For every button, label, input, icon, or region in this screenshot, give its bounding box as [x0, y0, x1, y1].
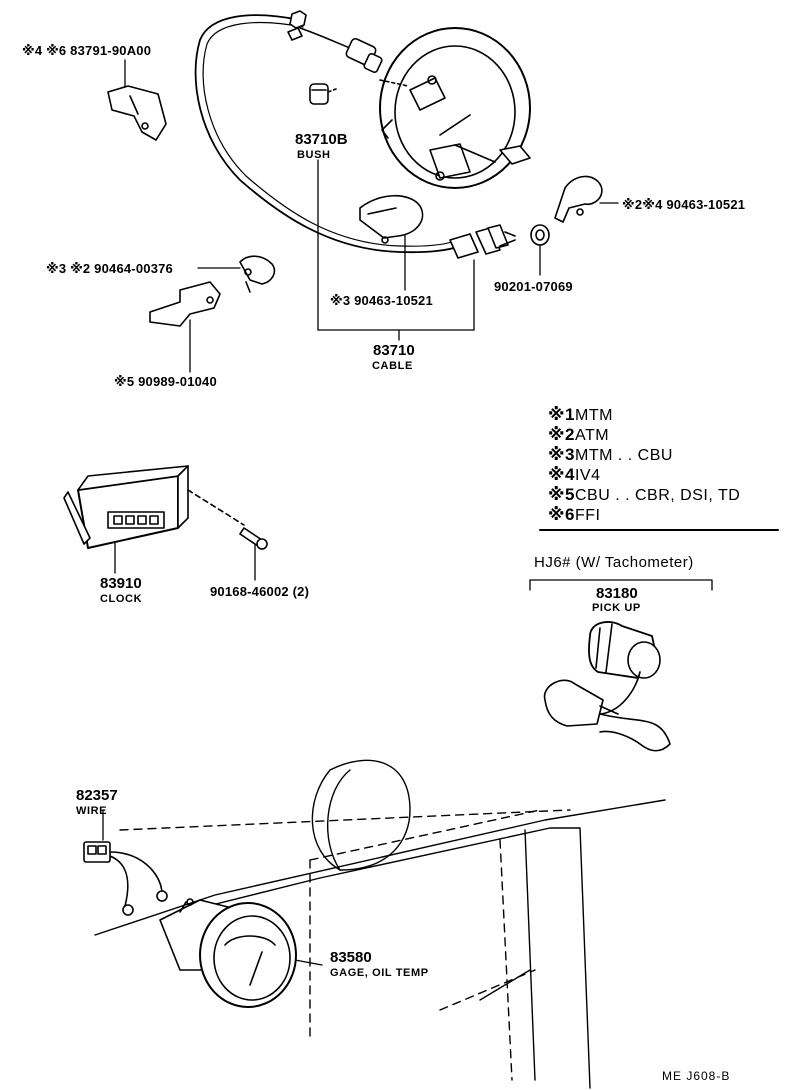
part-desc-cable: CABLE — [372, 360, 413, 372]
part-label-90463-middle: ※3 90463-10521 — [330, 293, 433, 308]
part-label-83710b: 83710B — [295, 131, 348, 148]
part-label-83580: 83580 — [330, 949, 372, 966]
dashboard-outline — [94, 759, 666, 1089]
part-label-83710: 83710 — [373, 342, 415, 359]
part-label-90168: 90168-46002 (2) — [210, 584, 310, 599]
part-label-82357: 82357 — [76, 787, 118, 804]
legend-item: ※2ATM — [548, 425, 610, 444]
footer-code: ME J608-B — [662, 1069, 731, 1083]
bracket-part-2 — [149, 281, 221, 327]
bush-part — [309, 83, 337, 105]
pickup-sensor — [543, 621, 671, 752]
legend-item: ※4IV4 — [548, 465, 601, 484]
part-label-90464: ※3 ※2 90464-00376 — [46, 261, 173, 276]
oil-temp-gage — [159, 898, 297, 1008]
legend-item: ※3MTM . . CBU — [548, 445, 673, 464]
speedometer-meter — [379, 27, 531, 189]
part-label-83910: 83910 — [100, 575, 142, 592]
part-desc-pickup: PICK UP — [592, 602, 641, 614]
part-label-90463-upper: ※2※4 90463-10521 — [622, 197, 746, 212]
part-desc-wire: WIRE — [76, 805, 108, 817]
speedometer-cable — [194, 10, 516, 259]
legend-item: ※1MTM — [548, 405, 613, 424]
part-label-83180: 83180 — [596, 585, 638, 602]
bracket-part — [107, 85, 167, 141]
wire-harness — [83, 841, 168, 916]
legend: ※1MTM ※2ATM ※3MTM . . CBU ※4IV4 ※5CBU . … — [548, 406, 740, 526]
part-desc-clock: CLOCK — [100, 593, 143, 605]
clamp-part-2 — [359, 195, 424, 244]
clamp-part — [554, 175, 603, 223]
leader-lines — [102, 59, 713, 966]
tachometer-group-title: HJ6# (W/ Tachometer) — [534, 554, 694, 571]
clock-part — [63, 465, 268, 550]
legend-item: ※5CBU . . CBR, DSI, TD — [548, 485, 741, 504]
part-label-90989: ※5 90989-01040 — [114, 374, 217, 389]
washer-part — [530, 224, 550, 246]
part-desc-bush: BUSH — [297, 149, 331, 161]
part-desc-oil-temp-gage: GAGE, OIL TEMP — [330, 967, 429, 979]
part-label-83791: ※4 ※6 83791-90A00 — [22, 43, 152, 58]
legend-item: ※6FFI — [548, 505, 601, 524]
clip-part — [239, 255, 276, 293]
part-label-90201: 90201-07069 — [494, 279, 573, 294]
